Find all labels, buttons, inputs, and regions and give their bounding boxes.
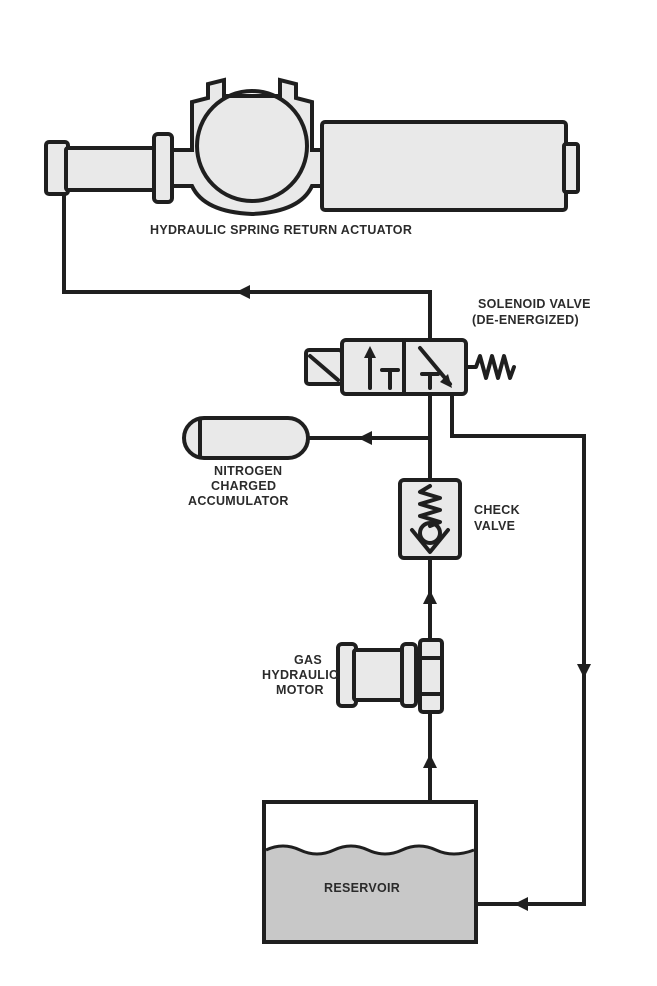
flow-arrow-left <box>236 285 250 299</box>
reservoir-fluid-surface <box>265 844 475 856</box>
accumulator-tank <box>182 416 310 460</box>
actuator-hydraulic-cylinder <box>64 146 158 192</box>
motor-cylinder <box>352 648 406 702</box>
reservoir-outline <box>262 800 478 944</box>
actuator-right-cap <box>562 142 580 194</box>
hydraulic-actuator <box>44 77 580 217</box>
solenoid-valve <box>304 338 516 396</box>
solenoid-label-line1: SOLENOID VALVE <box>478 297 591 311</box>
solenoid-return-spring <box>464 354 516 380</box>
accumulator-label-line1: NITROGEN <box>214 464 282 478</box>
accumulator-label-line2: CHARGED <box>211 479 276 493</box>
flow-arrows <box>236 285 591 911</box>
check-valve-spring <box>418 484 442 528</box>
check-valve-ball <box>418 521 442 545</box>
actuator-flange <box>152 132 174 204</box>
reservoir <box>262 800 478 944</box>
pipe-tank-return <box>450 392 586 906</box>
actuator-yoke-circle <box>195 89 309 203</box>
valve-diagonal-arrowhead <box>440 374 452 388</box>
gas-hydraulic-motor <box>336 638 444 714</box>
flow-arrow-up <box>423 590 437 604</box>
flow-arrow-left <box>358 431 372 445</box>
nitrogen-accumulator <box>182 416 310 460</box>
reservoir-fluid <box>266 846 474 940</box>
check-valve-seat <box>410 528 450 554</box>
actuator-label: HYDRAULIC SPRING RETURN ACTUATOR <box>150 223 412 237</box>
motor-pump-body <box>418 638 444 714</box>
solenoid-coil-diagonal <box>308 354 340 382</box>
check-valve <box>398 478 462 560</box>
motor-label-line1: GAS <box>294 653 322 667</box>
valve-flow-arrowhead <box>364 346 376 358</box>
actuator-yoke-housing <box>170 77 324 217</box>
check-label-line2: VALVE <box>474 519 515 533</box>
flow-arrow-left <box>514 897 528 911</box>
motor-flange <box>400 642 418 708</box>
flow-arrow-up <box>423 754 437 768</box>
motor-label-line3: MOTOR <box>276 683 324 697</box>
actuator-spring-cylinder <box>320 120 568 212</box>
accumulator-label-line3: ACCUMULATOR <box>188 494 289 508</box>
reservoir-label: RESERVOIR <box>324 881 400 895</box>
flow-arrow-down <box>577 664 591 678</box>
check-label-line1: CHECK <box>474 503 520 517</box>
solenoid-label-line2: (DE-ENERGIZED) <box>472 313 579 327</box>
motor-label-line2: HYDRAULIC <box>262 668 338 682</box>
